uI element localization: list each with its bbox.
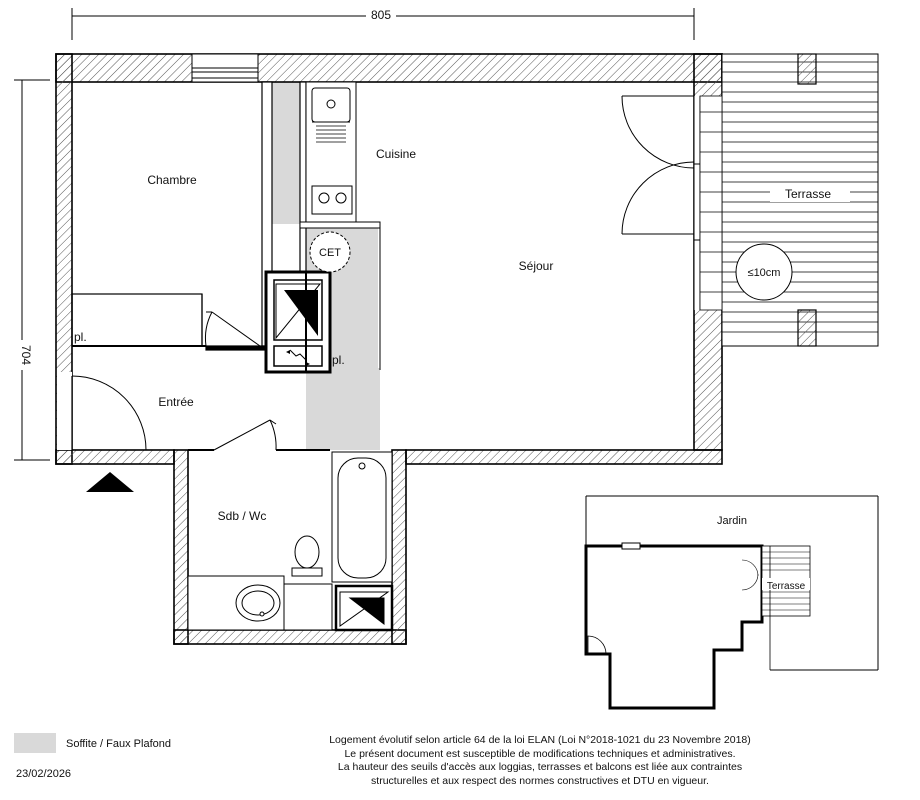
room-label-terrasse: Terrasse (785, 187, 831, 201)
entrance-door (71, 375, 147, 451)
bedroom-window (191, 53, 259, 83)
width-dimension: 805 (71, 6, 695, 40)
bathroom-door (188, 419, 330, 451)
key-plan-jardin: Jardin (717, 515, 747, 527)
room-label-entree: Entrée (158, 395, 194, 409)
disclaimer-notes: Logement évolutif selon article 64 de la… (270, 734, 810, 788)
note-line: Logement évolutif selon article 64 de la… (329, 734, 751, 746)
bathroom-fixtures (187, 451, 394, 632)
sejour-french-doors (621, 95, 695, 235)
legend-label: Soffite / Faux Plafond (66, 738, 171, 750)
kitchen-fixtures (299, 81, 381, 372)
terrace-deck (699, 53, 879, 347)
legend-swatch (14, 733, 56, 753)
room-label-sejour: Séjour (519, 259, 554, 273)
key-plan: Jardin Terrasse (584, 495, 879, 710)
height-dimension-label: 704 (19, 345, 33, 365)
room-label-cuisine: Cuisine (376, 147, 416, 161)
room-label-sdb: Sdb / Wc (218, 509, 267, 523)
entrance-opening (57, 372, 72, 450)
plan-date: 23/02/2026 (16, 768, 72, 780)
note-line: structurelles et aux respect des normes … (371, 774, 709, 787)
note-line: La hauteur des seuils d'accès aux loggia… (337, 761, 743, 773)
placard-label-entree: pl. (332, 353, 345, 367)
height-dimension: 704 (14, 79, 50, 461)
width-dimension-label: 805 (371, 8, 391, 22)
placard-label-chambre: pl. (74, 330, 87, 344)
threshold-label: ≤10cm (748, 267, 781, 279)
note-line: Le présent document est susceptible de m… (344, 747, 736, 760)
threshold-marker: ≤10cm (735, 243, 793, 301)
placard-units (264, 270, 332, 374)
cet-water-heater: CET (309, 231, 351, 273)
key-plan-terrasse: Terrasse (767, 581, 806, 592)
bedroom-door (204, 311, 261, 347)
entrance-arrow-icon (86, 472, 134, 492)
cet-label: CET (319, 247, 341, 259)
room-label-chambre: Chambre (147, 173, 197, 187)
